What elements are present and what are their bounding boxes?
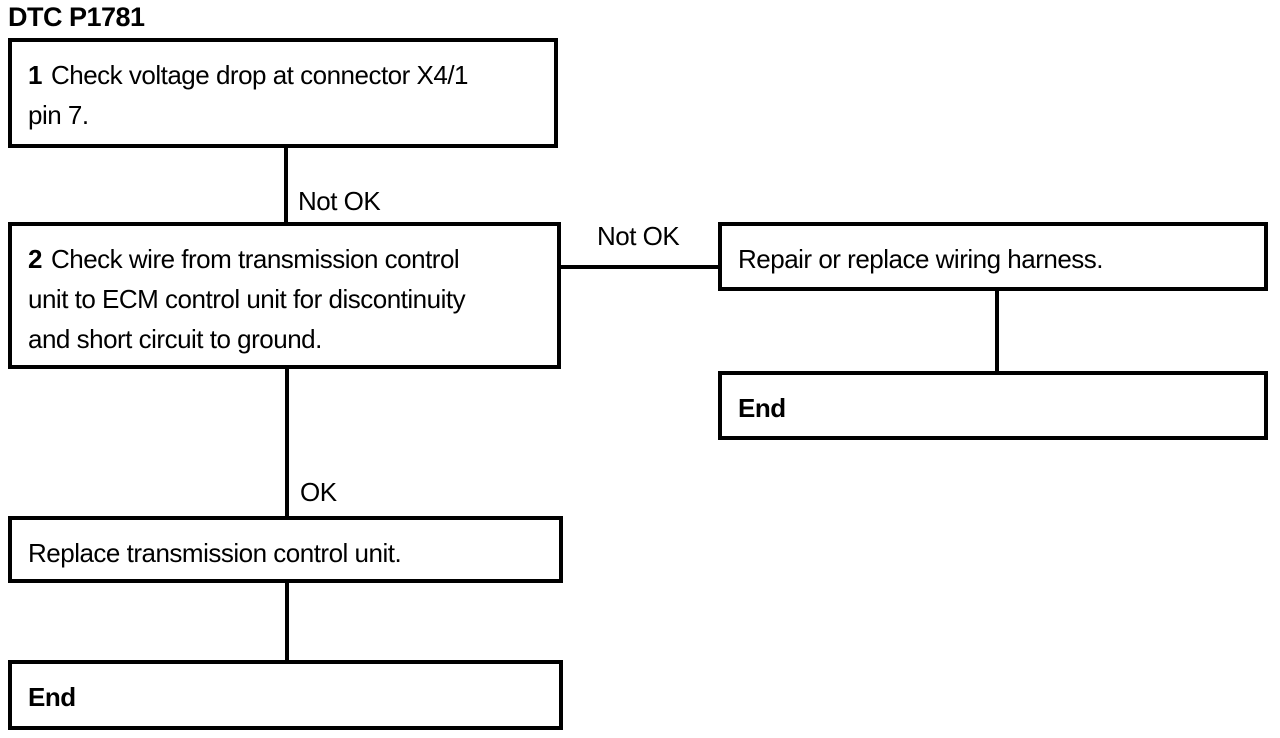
replace-node: Replace transmission control unit.: [8, 516, 563, 583]
edge-label-not-ok-1: Not OK: [298, 186, 381, 216]
step2-text: Check wire from transmission control uni…: [28, 244, 466, 354]
step1-text: Check voltage drop at connector X4/1 pin…: [28, 60, 469, 130]
edge-step1-to-step2: [284, 147, 288, 223]
step2-number: 2: [28, 244, 42, 274]
edge-repair-to-end: [995, 290, 999, 372]
edge-step2-to-repair: [561, 265, 718, 269]
edge-replace-to-end: [285, 582, 289, 661]
edge-label-ok: OK: [300, 477, 337, 507]
end-right-text: End: [738, 393, 786, 423]
replace-text: Replace transmission control unit.: [28, 538, 402, 568]
edge-step2-to-replace: [285, 368, 289, 517]
repair-node: Repair or replace wiring harness.: [718, 222, 1268, 291]
end-left-text: End: [28, 682, 76, 712]
end-node-right: End: [718, 371, 1268, 440]
repair-text: Repair or replace wiring harness.: [738, 244, 1104, 274]
edge-label-not-ok-2: Not OK: [597, 221, 680, 251]
end-node-left: End: [8, 660, 563, 730]
diagram-title: DTC P1781: [8, 2, 145, 32]
step1-number: 1: [28, 60, 42, 90]
